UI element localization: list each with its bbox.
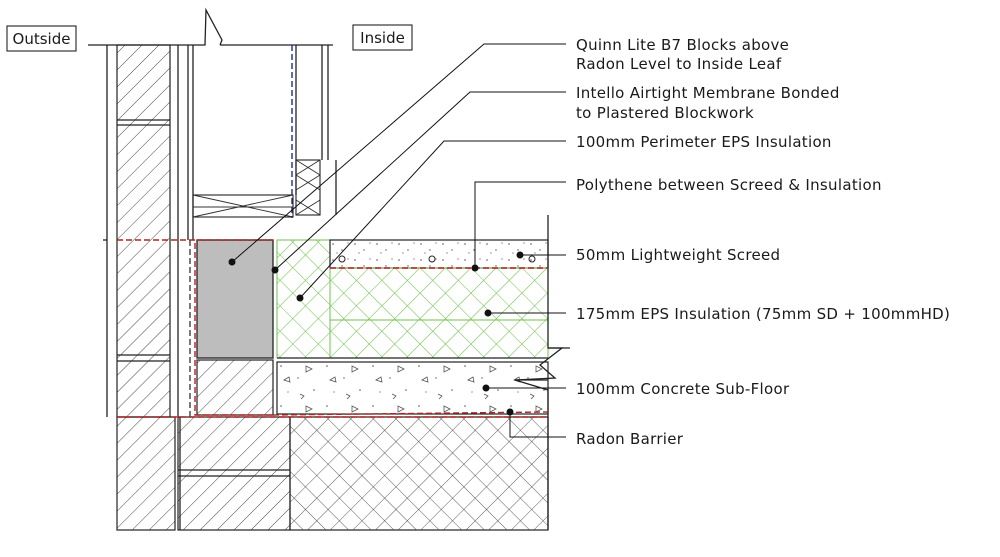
inner-leaf-lower-block: [196, 359, 274, 416]
radon-barrier-line: [117, 239, 549, 418]
label-perimeter-eps: 100mm Perimeter EPS Insulation: [576, 133, 832, 151]
annotation-labels: Quinn Lite B7 Blocks above Radon Level t…: [576, 36, 950, 448]
label-eps-insulation: 175mm EPS Insulation (75mm SD + 100mmHD): [576, 305, 950, 323]
label-quinn-lite: Quinn Lite B7 Blocks above Radon Level t…: [576, 36, 794, 73]
leader-lines: [228, 43, 566, 438]
inner-leaf-wall: [192, 45, 337, 240]
label-concrete: 100mm Concrete Sub-Floor: [576, 380, 790, 398]
hardcore-fill: [289, 416, 549, 531]
label-intello: Intello Airtight Membrane Bonded to Plas…: [576, 84, 845, 122]
outside-tag-text: Outside: [13, 30, 71, 48]
break-line: [192, 7, 223, 46]
inside-tag: Inside: [352, 24, 413, 51]
label-radon-barrier: Radon Barrier: [576, 430, 684, 448]
quinn-lite-block: [196, 239, 274, 359]
foundation-blockwork: [116, 416, 291, 531]
outer-leaf-wall: [103, 44, 191, 418]
inside-tag-text: Inside: [360, 29, 405, 47]
perimeter-eps-insulation: [276, 239, 331, 359]
label-polythene: Polythene between Screed & Insulation: [576, 176, 882, 194]
label-screed: 50mm Lightweight Screed: [576, 246, 780, 264]
outside-tag: Outside: [6, 25, 77, 52]
lightweight-screed: [329, 239, 549, 269]
